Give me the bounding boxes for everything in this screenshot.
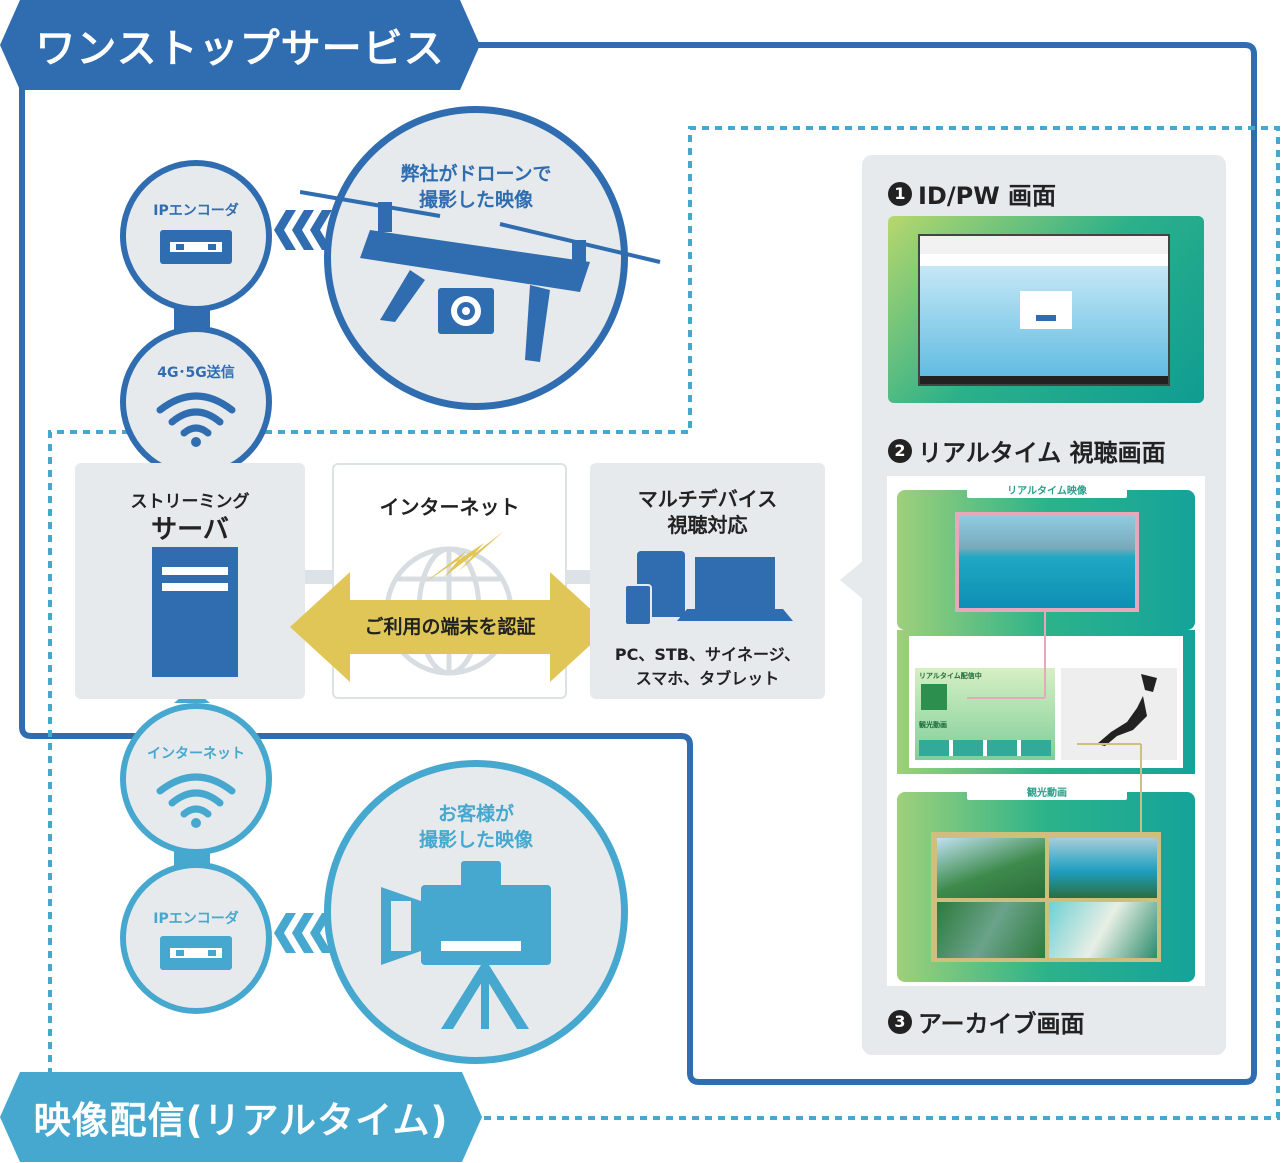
japan-map-icon (1097, 674, 1157, 746)
screen2-thumbnail: リアルタイム映像 リアルタイム配信中 観光動画 観光動画 (887, 476, 1205, 986)
screen1-number: 1 (888, 181, 912, 206)
connector-internet-box-device (565, 570, 595, 584)
screen2-site-page: リアルタイム配信中 観光動画 (909, 636, 1183, 768)
wireless-circle: 4G･5G送信 (120, 326, 272, 478)
drone-caption-line2: 撮影した映像 (418, 189, 533, 211)
one-stop-banner-shape (0, 0, 480, 90)
internet-box-label: インターネット (379, 495, 520, 519)
screen2-title: リアルタイム 視聴画面 (918, 439, 1166, 467)
screen2-title-row: 2 リアルタイム 視聴画面 (888, 433, 1166, 468)
screen1-login-form (1020, 291, 1072, 329)
screen2-site-section: リアルタイム配信中 観光動画 (897, 630, 1195, 774)
encoder-top-label: IPエンコーダ (153, 203, 239, 219)
multi-device-list-line1: PC、STB、サイネージ、 (614, 645, 801, 664)
wifi-icon (156, 392, 236, 447)
encoder-icon (160, 230, 232, 264)
screen1-site-header (920, 254, 1168, 266)
screen2-live-badge (921, 684, 947, 710)
realtime-title: 映像配信(リアルタイム) (33, 1099, 449, 1142)
screen2-status-panel: リアルタイム配信中 観光動画 (915, 668, 1055, 760)
drone-caption-line1: 弊社がドローンで (400, 163, 552, 185)
auth-arrow (290, 572, 610, 682)
encoder-icon-bottom (160, 936, 232, 970)
screen1-title: ID/PW 画面 (918, 182, 1057, 210)
screen1-login-button (1036, 315, 1056, 321)
screen2-number: 2 (888, 438, 912, 463)
connector-server-internet-box (305, 570, 335, 584)
screen2-video-strip (919, 740, 1051, 756)
camera-circle: お客様が 撮影した映像 (324, 760, 628, 1064)
camera-caption: お客様が 撮影した映像 (331, 801, 621, 853)
multi-device-box: マルチデバイス 視聴対応 PC、STB、サイネージ、 スマホ、タブレット (590, 463, 825, 699)
realtime-banner-shape (0, 1072, 482, 1162)
server-label-big: サーバ (151, 515, 229, 545)
screen3-title: アーカイブ画面 (918, 1010, 1085, 1038)
server-box: ストリーミング サーバ (75, 463, 305, 699)
screen2-live-video (955, 512, 1139, 612)
screen3-thumb-3 (937, 902, 1045, 958)
multi-device-title-line2: 視聴対応 (667, 513, 748, 537)
screen3-header: 観光動画 (967, 782, 1127, 800)
server-label-small: ストリーミング (130, 492, 250, 512)
screen1-browser-bar (920, 236, 1168, 254)
screen1-browser (918, 234, 1170, 386)
auth-arrow-label: ご利用の端末を認証 (364, 616, 536, 638)
camera-caption-line2: 撮影した映像 (418, 829, 533, 851)
drone-icon (300, 190, 661, 362)
camera-caption-line1: お客様が (437, 803, 514, 825)
one-stop-title: ワンストップサービス (35, 26, 445, 72)
multi-device-title-line1: マルチデバイス (637, 487, 778, 511)
one-stop-frame (19, 42, 1257, 1085)
screen2-section: 観光動画 (919, 721, 947, 729)
realtime-frame (48, 126, 1280, 1120)
multi-device-list-line2: スマホ、タブレット (635, 669, 780, 688)
screen1-title-row: 1 ID/PW 画面 (888, 176, 1056, 211)
internet-circle: インターネット (120, 703, 272, 855)
screen3-thumb-2 (1049, 838, 1157, 898)
devices-icon (625, 551, 793, 626)
wifi-icon-bottom (156, 773, 236, 828)
panel-pointer (840, 560, 864, 600)
encoder-bottom-label: IPエンコーダ (153, 911, 239, 927)
chevrons-bottom (274, 913, 332, 953)
chevrons-top (274, 210, 332, 250)
screen3-title-row: 3 アーカイブ画面 (888, 1004, 1085, 1039)
internet-circle-label: インターネット (147, 746, 245, 762)
video-camera-icon (381, 861, 551, 1029)
realtime-banner: 映像配信(リアルタイム) (0, 1072, 482, 1162)
screen2-status: リアルタイム配信中 (919, 672, 982, 680)
wireless-label: 4G･5G送信 (157, 365, 235, 381)
screen3-archive-grid (931, 832, 1161, 962)
internet-box: インターネット (332, 463, 567, 699)
screen3-number: 3 (888, 1009, 912, 1034)
drone-caption: 弊社がドローンで 撮影した映像 (331, 161, 621, 213)
screen3-thumb-1 (937, 838, 1045, 898)
server-icon (152, 547, 238, 677)
encoder-top-circle: IPエンコーダ (120, 160, 272, 312)
screen2-connector-lines (967, 612, 1142, 832)
screen2-header: リアルタイム映像 (967, 480, 1127, 498)
screen1-thumbnail (888, 216, 1204, 403)
encoder-bottom-circle: IPエンコーダ (120, 862, 272, 1014)
screen3-thumb-4 (1049, 902, 1157, 958)
one-stop-banner: ワンストップサービス (0, 0, 480, 90)
screen1-taskbar (920, 376, 1168, 384)
